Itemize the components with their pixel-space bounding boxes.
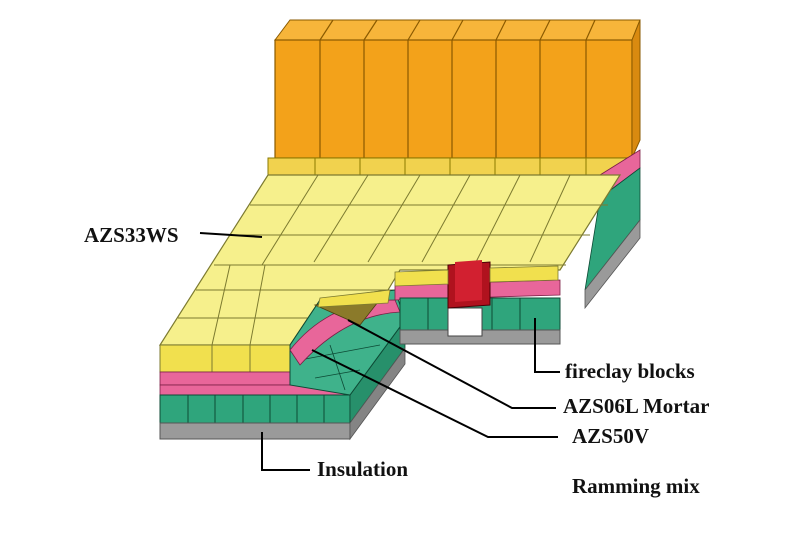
leader-azs50v: [311, 349, 558, 438]
leader-azs33ws: [199, 232, 263, 238]
center-joint: [394, 260, 561, 345]
label-insulation: Insulation: [317, 457, 409, 481]
leader-fireclay: [534, 318, 560, 373]
label-fireclay-blocks: fireclay blocks: [565, 359, 695, 383]
cutaway-section: [289, 289, 406, 396]
wall-blocks: [267, 19, 641, 176]
label-azs33ws: AZS33WS: [84, 223, 179, 247]
label-ramming-mix: Ramming mix: [572, 474, 700, 498]
label-azs06l-mortar: AZS06L Mortar: [563, 394, 710, 418]
front-edge-layers: [159, 318, 406, 441]
label-azs50v: AZS50V: [572, 424, 650, 448]
right-edge-layers: [584, 149, 641, 310]
leader-mortar: [347, 319, 556, 409]
leader-insulation: [261, 432, 310, 471]
leader-lines: [199, 232, 560, 471]
